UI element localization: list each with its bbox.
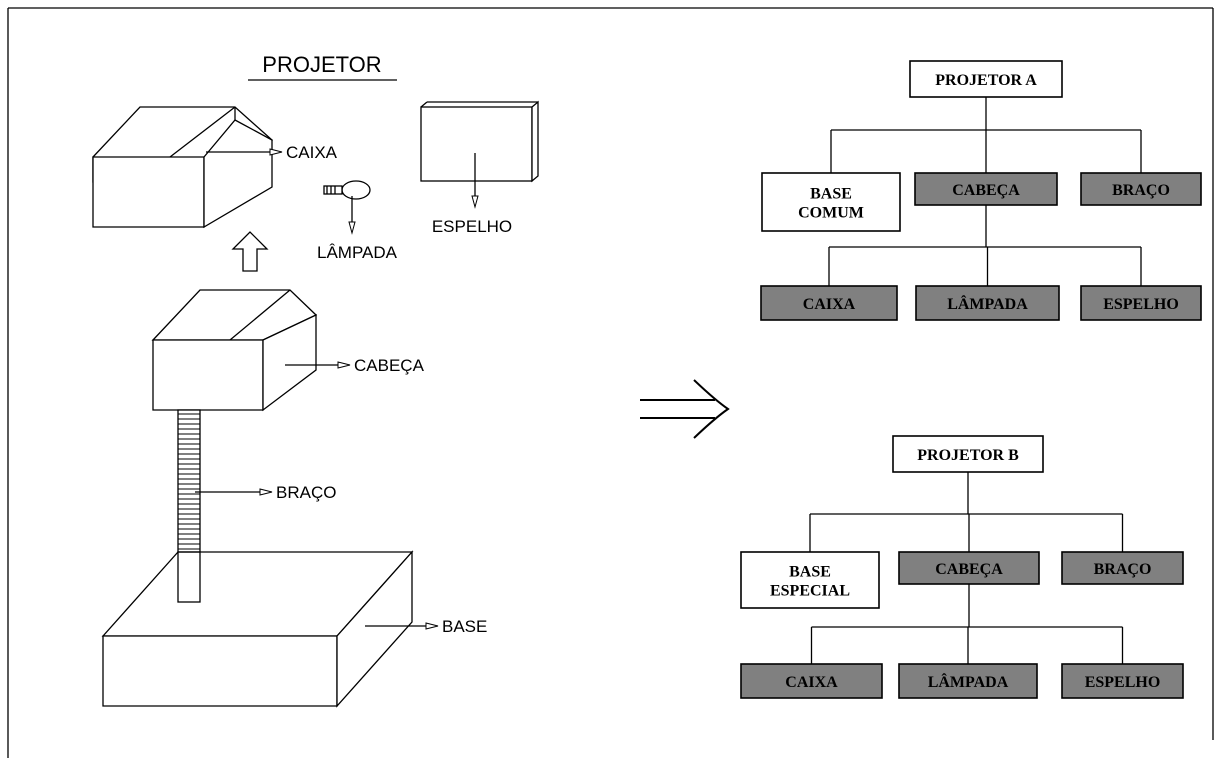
projetor-a-connectors [828, 97, 1142, 286]
projetor-a-espelho-node-text: ESPELHO [1103, 296, 1179, 313]
base-box-drawing [101, 550, 414, 708]
projetor-a-base-node-text: COMUM [798, 205, 864, 222]
projetor-b-root-node: PROJETOR B [892, 435, 1044, 473]
projetor-a-lampada-node: LÂMPADA [915, 285, 1060, 321]
base-pointer [365, 622, 439, 630]
projetor-a-base-node: BASE COMUM [761, 172, 901, 232]
projetor-a-cabeca-node-text: CABEÇA [952, 182, 1020, 199]
projetor-b-connectors [809, 472, 1124, 664]
projetor-b-caixa-node: CAIXA [740, 663, 883, 699]
projetor-b-root-text: PROJETOR B [917, 447, 1019, 464]
illustration-title: PROJETOR [262, 52, 381, 77]
cabeca-box-drawing [151, 289, 318, 412]
mirror-drawing [420, 100, 539, 183]
projetor-a-espelho-node: ESPELHO [1080, 285, 1202, 321]
lampada-label: LÂMPADA [317, 243, 398, 262]
projetor-b-braco-node-text: BRAÇO [1094, 561, 1152, 578]
projetor-a-root-node: PROJETOR A [909, 60, 1063, 98]
base-label: BASE [442, 617, 487, 636]
lampada-pointer [348, 196, 356, 235]
cabeca-label: CABEÇA [354, 356, 425, 375]
projetor-b-cabeca-node-text: CABEÇA [935, 561, 1003, 578]
braco-pointer [195, 488, 273, 496]
hierarchy-tree-projetor-a: PROJETOR A BASE COMUM CABEÇA BRAÇO CAIXA LÂMPA… [760, 60, 1202, 321]
assembly-up-arrow [231, 231, 269, 272]
projetor-b-caixa-node-text: CAIXA [785, 674, 838, 691]
caixa-label: CAIXA [286, 143, 338, 162]
lamp-drawing [323, 180, 371, 200]
projetor-a-base-node-text: BASE [810, 186, 852, 203]
espelho-pointer [471, 153, 479, 209]
cabeca-pointer [285, 361, 351, 369]
projetor-b-cabeca-node: CABEÇA [898, 551, 1040, 585]
caixa-pointer [206, 148, 283, 156]
projetor-a-braco-node-text: BRAÇO [1112, 182, 1170, 199]
projetor-a-braco-node: BRAÇO [1080, 172, 1202, 206]
implies-arrow [640, 379, 730, 439]
projetor-b-braco-node: BRAÇO [1061, 551, 1184, 585]
projetor-a-caixa-node-text: CAIXA [803, 296, 856, 313]
projetor-b-base-node-text: BASE [789, 564, 831, 581]
projetor-a-cabeca-node: CABEÇA [914, 172, 1058, 206]
projetor-a-root-text: PROJETOR A [935, 72, 1037, 89]
projetor-a-caixa-node: CAIXA [760, 285, 898, 321]
braco-label: BRAÇO [276, 483, 336, 502]
projetor-b-lampada-node-text: LÂMPADA [928, 672, 1009, 691]
projetor-a-lampada-node-text: LÂMPADA [947, 294, 1028, 313]
projetor-b-lampada-node: LÂMPADA [898, 663, 1038, 699]
projetor-b-base-node: BASE ESPECIAL [740, 551, 880, 609]
projetor-b-base-node-text: ESPECIAL [770, 583, 850, 600]
projetor-b-espelho-node: ESPELHO [1061, 663, 1184, 699]
caixa-box-drawing [92, 106, 274, 229]
outer-frame [7, 7, 1214, 758]
projetor-b-espelho-node-text: ESPELHO [1085, 674, 1161, 691]
hierarchy-tree-projetor-b: PROJETOR B BASE ESPECIAL CABEÇA BRAÇO CAIXA LÂ… [740, 435, 1184, 699]
espelho-label: ESPELHO [432, 217, 512, 236]
projector-illustration: PROJETOR CAIXA LÂMPADA [92, 52, 539, 708]
